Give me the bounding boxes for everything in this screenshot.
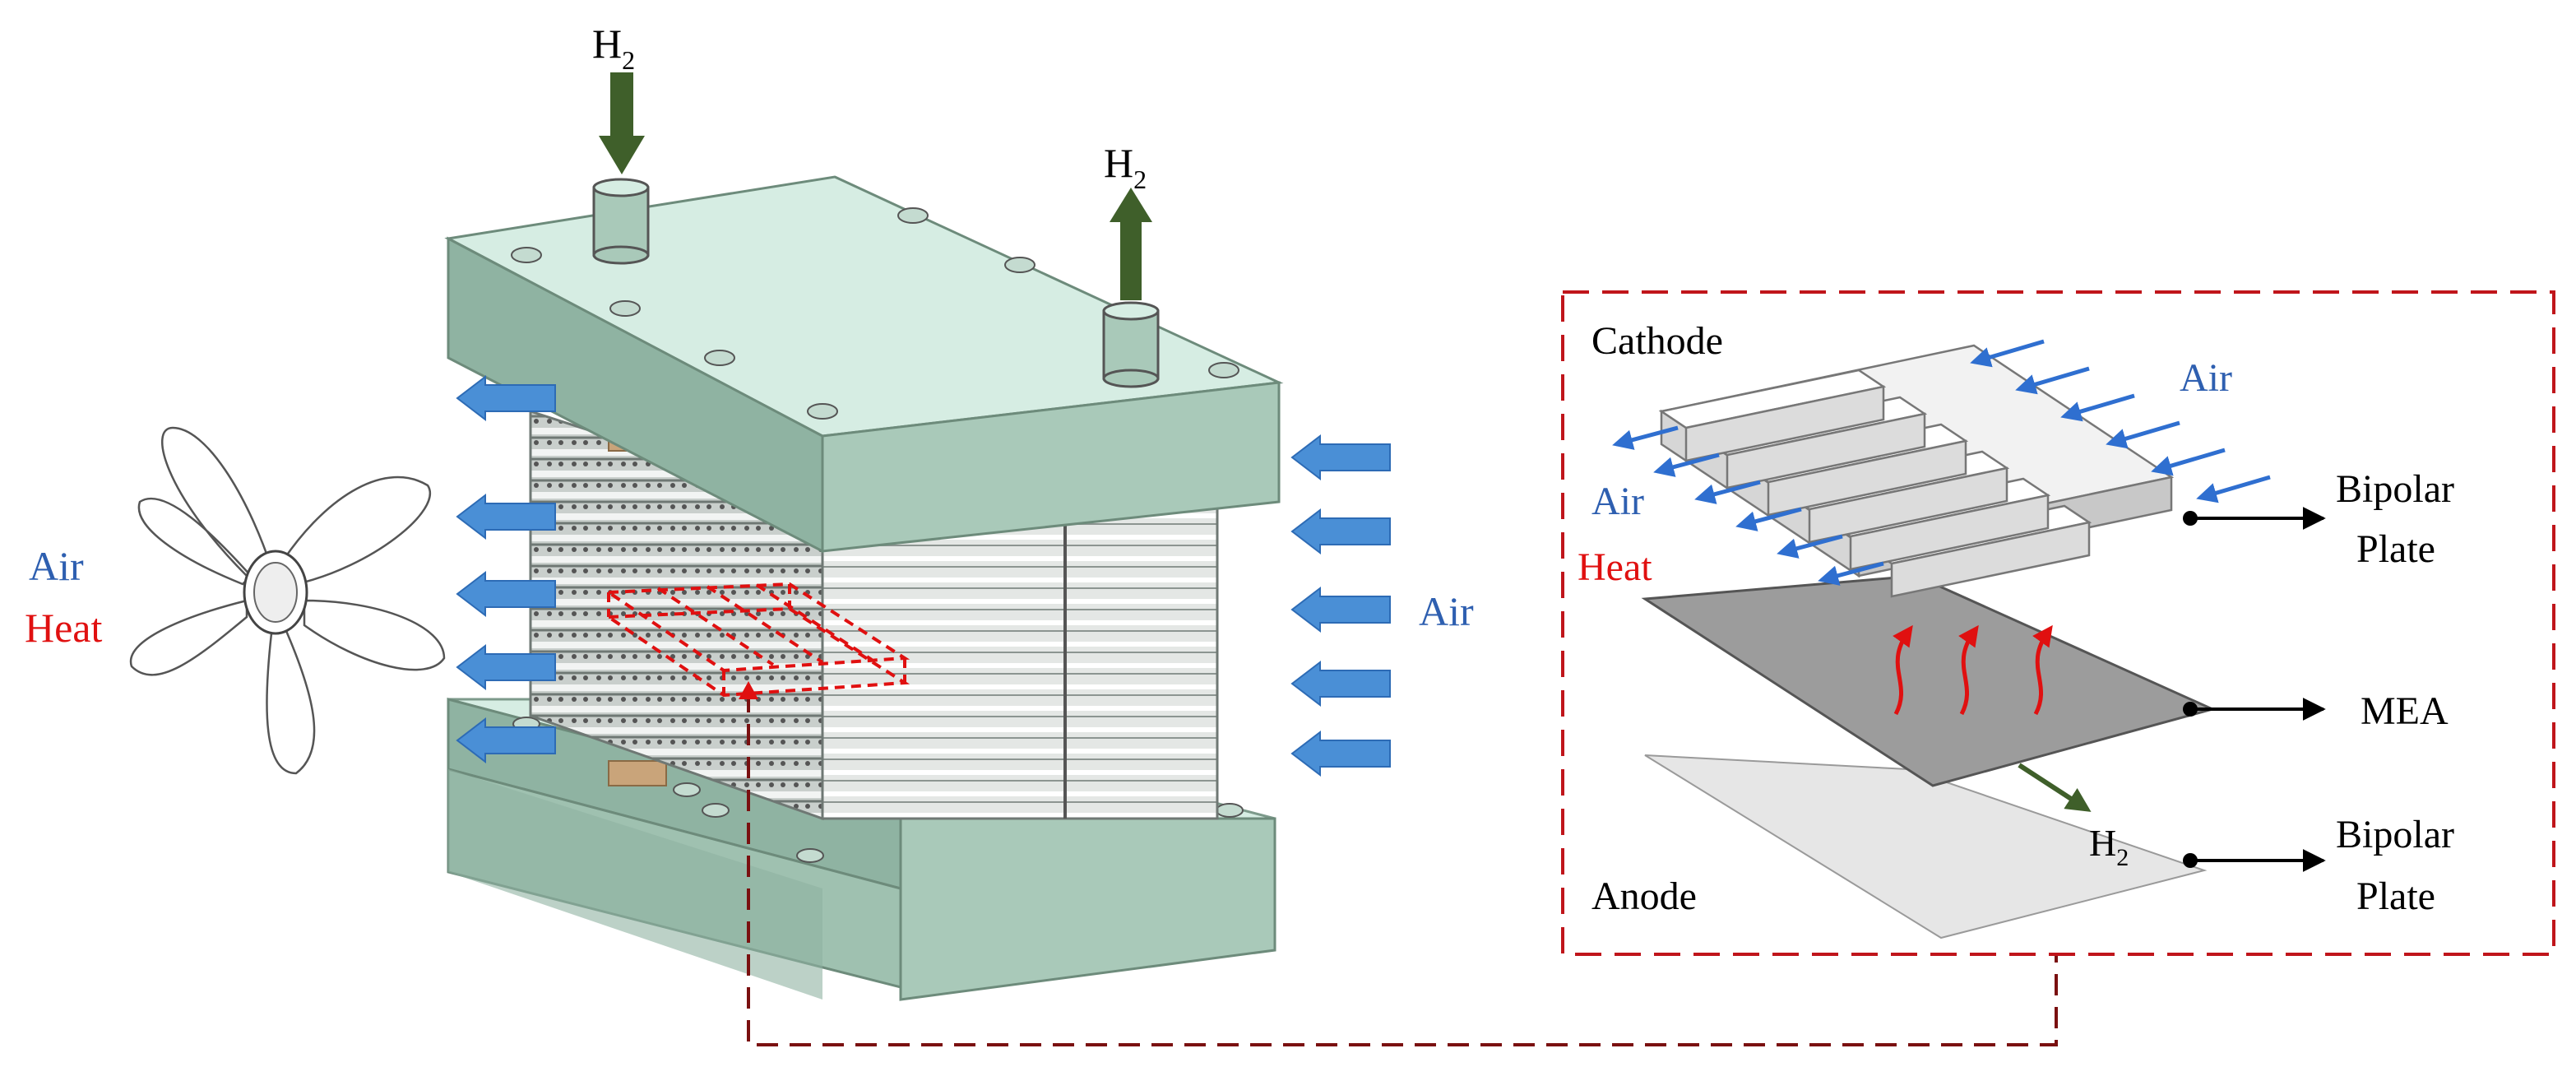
bipolar-plate-top-label-line1: Bipolar xyxy=(2336,467,2454,511)
detail-air-left-label: Air xyxy=(1591,480,1644,523)
top-plate-holes-icon xyxy=(511,207,1239,420)
mea-membrane xyxy=(1641,574,2217,787)
mea-label: MEA xyxy=(2361,689,2449,733)
highlighted-cell-region xyxy=(603,582,910,698)
h2-inlet-pipe-icon xyxy=(592,178,650,265)
air-outflow-arrows-icon xyxy=(456,374,556,764)
right-air-label: Air xyxy=(1419,588,1474,634)
fan-heat-label: Heat xyxy=(25,605,102,651)
bipolar-plate-bottom-label-line1: Bipolar xyxy=(2336,813,2454,856)
anode-bipolar-plate xyxy=(1644,754,2208,939)
anode-label: Anode xyxy=(1591,874,1697,918)
cathode-bipolar-plate xyxy=(1658,344,2175,598)
h2-outlet-pipe-icon xyxy=(1102,301,1160,388)
detail-air-top-label: Air xyxy=(2180,356,2232,400)
callout-mea xyxy=(2183,698,2326,721)
detail-air-arrows-icon xyxy=(1612,339,2271,586)
detail-h2-label: H2 xyxy=(2089,822,2129,871)
fan-air-label: Air xyxy=(29,543,84,589)
callout-bipolar-bottom xyxy=(2183,849,2326,872)
h2-outlet-label: H2 xyxy=(1104,140,1147,194)
heat-arrows-icon xyxy=(1893,624,2053,716)
detail-h2-arrow-icon xyxy=(2018,763,2092,812)
detail-connector-line xyxy=(747,691,2058,1046)
bipolar-plate-bottom-label-line2: Plate xyxy=(2356,874,2435,918)
bipolar-plate-top-label-line2: Plate xyxy=(2356,527,2435,571)
callout-bipolar-top xyxy=(2183,507,2326,530)
detail-view-box xyxy=(1561,290,2555,956)
detail-heat-label: Heat xyxy=(1578,545,1652,589)
top-end-plate xyxy=(444,175,1284,554)
cathode-label: Cathode xyxy=(1591,319,1723,363)
h2-inlet-label: H2 xyxy=(592,21,635,75)
connector-arrow-icon xyxy=(739,681,758,699)
bottom-bus-plate-icon xyxy=(608,760,667,786)
h2-outlet-arrow-icon xyxy=(1110,188,1152,300)
fan-icon xyxy=(129,426,446,775)
air-inflow-arrows-icon xyxy=(1290,434,1391,777)
h2-inlet-arrow-icon xyxy=(599,72,645,174)
